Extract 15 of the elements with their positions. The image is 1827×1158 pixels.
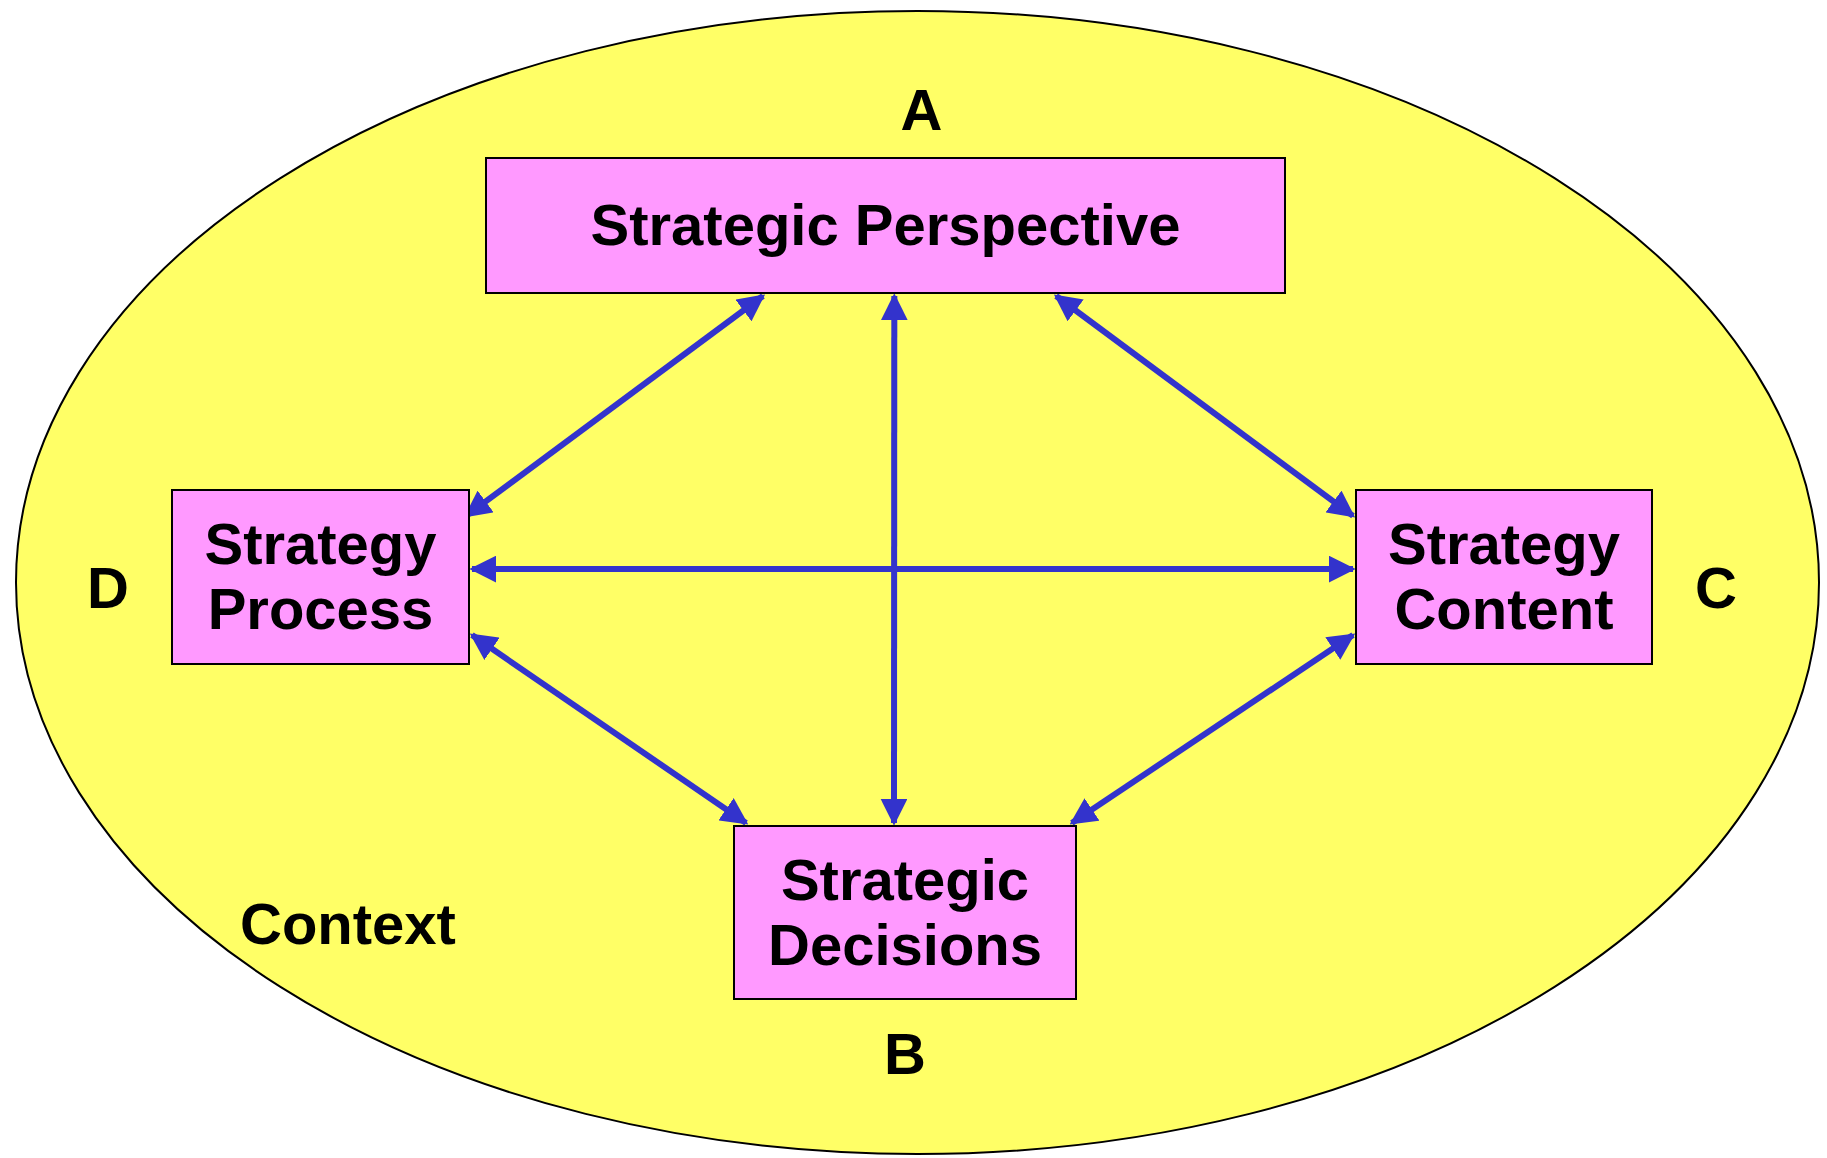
node-letter: C (1695, 553, 1737, 621)
process-box: Strategic Decisions (733, 825, 1077, 1000)
double-arrow (880, 293, 908, 826)
context-label: Context (240, 890, 456, 957)
double-arrow (469, 555, 1356, 583)
double-arrow (1069, 632, 1356, 826)
process-box: Strategic Perspective (485, 157, 1286, 294)
process-box: Strategy Content (1355, 489, 1653, 665)
node-letter: B (884, 1020, 926, 1087)
process-box: Strategy Process (171, 489, 470, 665)
node-letter: D (87, 553, 129, 621)
node-letter: A (900, 76, 943, 143)
double-arrow (1053, 293, 1356, 519)
context-ellipse (14, 9, 1821, 1156)
double-arrow (469, 632, 749, 826)
